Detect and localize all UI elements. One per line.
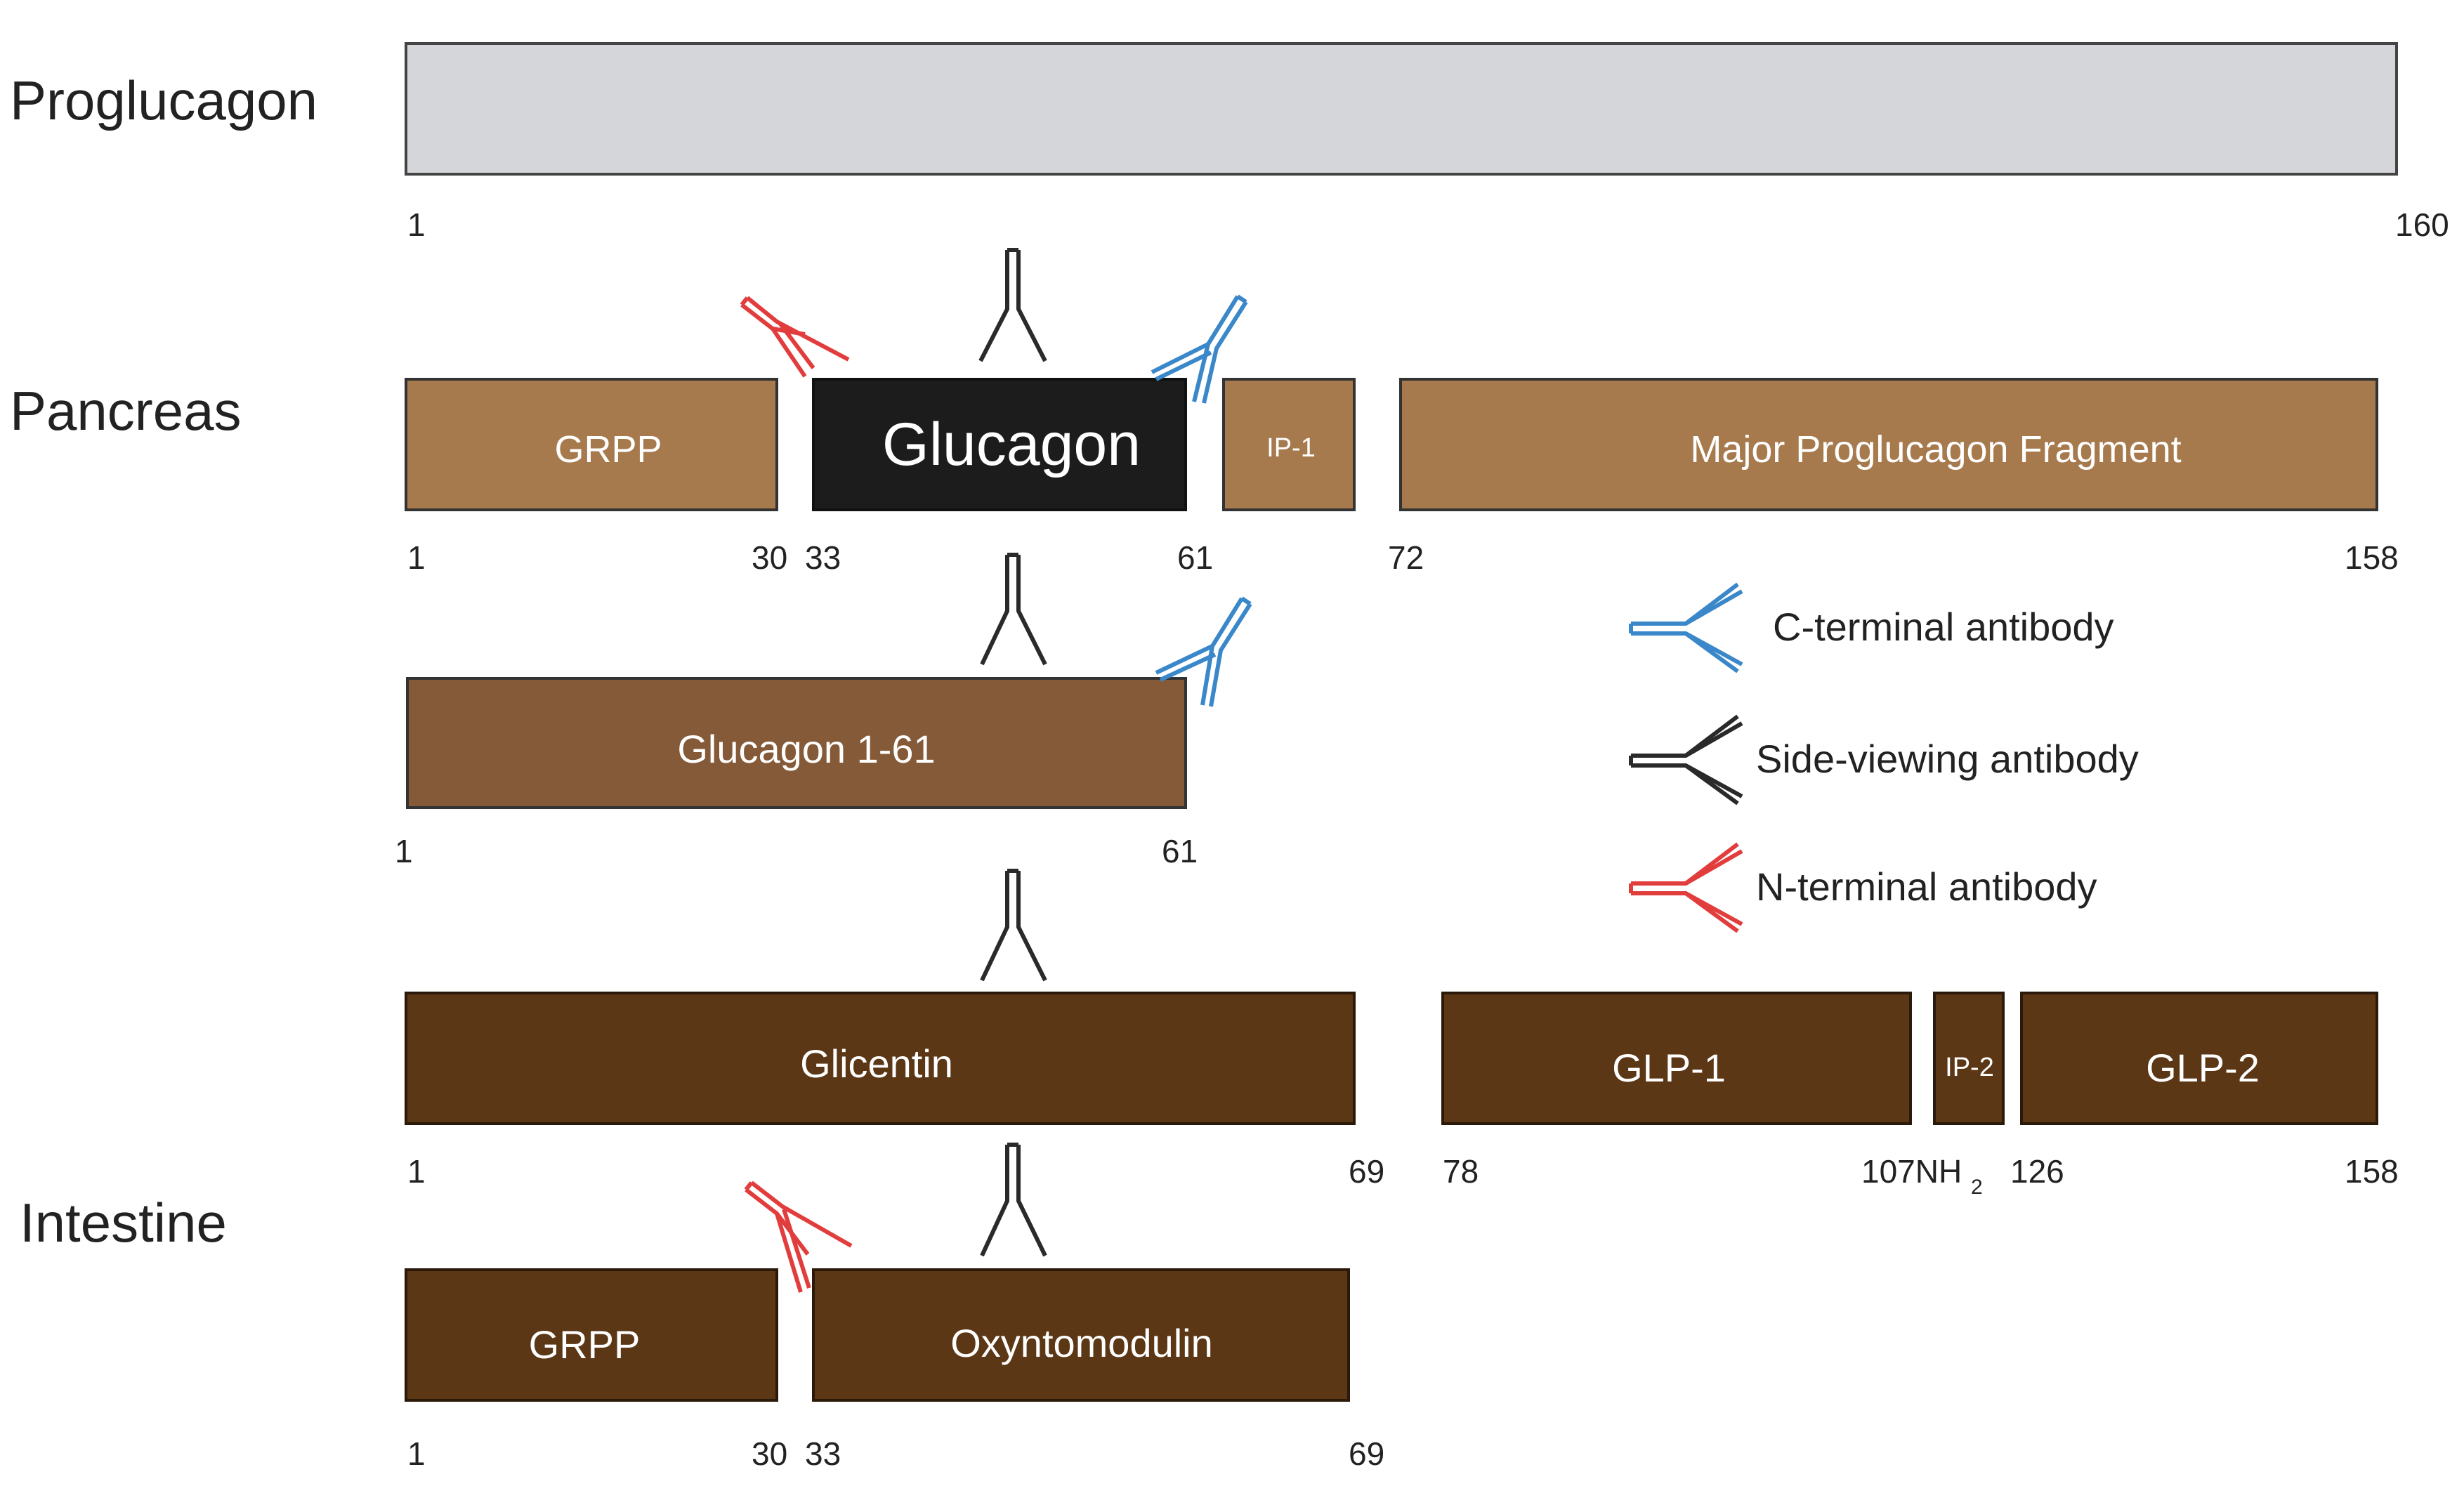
residue-number: 1 — [407, 1153, 426, 1190]
residue-number: 158 — [2345, 1153, 2399, 1190]
residue-number: 69 — [1349, 1435, 1384, 1472]
fragment-ip1 — [1222, 378, 1356, 511]
fragment-label-mpgf: Major Proglucagon Fragment — [1690, 428, 2181, 471]
fragment-label-glp1: GLP-1 — [1612, 1046, 1726, 1090]
residue-number: 78 — [1443, 1153, 1479, 1190]
fragment-label-grpp: GRPP — [554, 428, 662, 471]
fragment-ip2 — [1933, 992, 2005, 1125]
fragment-label-ip1: IP-1 — [1266, 433, 1316, 463]
fragment-glicentin — [405, 992, 1356, 1125]
n-terminal-antibody-icon — [744, 1181, 853, 1293]
legend-label-side-viewing: Side-viewing antibody — [1756, 737, 2139, 781]
row-label-pancreas: Pancreas — [10, 380, 242, 442]
residue-number: 30 — [752, 1435, 787, 1472]
side-viewing-antibody-icon — [980, 553, 1047, 666]
fragment-label-glicentin: Glicentin — [800, 1041, 953, 1086]
residue-number: 61 — [1177, 539, 1213, 576]
fragment-label-glucagon: Glucagon — [882, 411, 1141, 478]
row-label-intestine: Intestine — [20, 1192, 227, 1254]
fragment-oxyntomodulin — [812, 1268, 1350, 1402]
residue-number: 1 — [395, 833, 413, 869]
residue-number: 1 — [407, 1435, 426, 1472]
residue-subscript: 2 — [1971, 1176, 1983, 1199]
legend-label-n-terminal: N-terminal antibody — [1756, 864, 2097, 909]
fragment-glp1 — [1441, 992, 1912, 1125]
fragment-glucagon — [812, 378, 1187, 511]
fragment-mpgf — [1399, 378, 2378, 511]
fragment-glp2 — [2020, 992, 2378, 1125]
residue-number: 72 — [1388, 539, 1424, 576]
fragment-grpp-intestine — [405, 1268, 778, 1402]
residue-number: 30 — [752, 539, 787, 576]
fragment-label-grpp: GRPP — [529, 1322, 641, 1367]
n-terminal-antibody-icon — [1629, 842, 1743, 933]
side-viewing-antibody-icon — [980, 869, 1047, 982]
fragment-glucagon-1-61 — [406, 677, 1187, 809]
fragment-label-oxyntomodulin: Oxyntomodulin — [950, 1321, 1213, 1365]
residue-number: 61 — [1162, 833, 1198, 869]
c-terminal-antibody-icon — [1151, 294, 1248, 404]
n-terminal-antibody-icon — [740, 296, 850, 378]
fragment-grpp-pancreas — [405, 378, 778, 511]
side-viewing-antibody-icon — [1629, 714, 1743, 806]
fragment-label-glp2: GLP-2 — [2146, 1046, 2260, 1090]
c-terminal-antibody-icon — [1629, 582, 1743, 673]
fragment-label-ip2: IP-2 — [1945, 1053, 1994, 1082]
residue-number: 126 — [2010, 1153, 2064, 1190]
row-label-proglucagon: Proglucagon — [10, 70, 317, 131]
residue-number: 160 — [2395, 206, 2449, 243]
residue-number: 33 — [805, 1435, 841, 1472]
residue-number-amidated: 107NH — [1861, 1153, 1962, 1190]
side-viewing-antibody-icon — [978, 248, 1047, 362]
proglucagon-bar — [405, 42, 2398, 176]
c-terminal-antibody-icon — [1155, 596, 1252, 707]
legend-label-c-terminal: C-terminal antibody — [1773, 605, 2114, 649]
residue-number: 69 — [1349, 1153, 1384, 1190]
residue-number: 1 — [407, 206, 426, 243]
side-viewing-antibody-icon — [980, 1143, 1047, 1257]
residue-number: 1 — [407, 539, 426, 576]
fragment-label-glucagon-1-61: Glucagon 1-61 — [677, 727, 935, 771]
residue-number: 158 — [2345, 539, 2399, 576]
residue-number: 33 — [805, 539, 841, 576]
legend: C-terminal antibody Side-viewing antibod… — [1629, 582, 2139, 933]
